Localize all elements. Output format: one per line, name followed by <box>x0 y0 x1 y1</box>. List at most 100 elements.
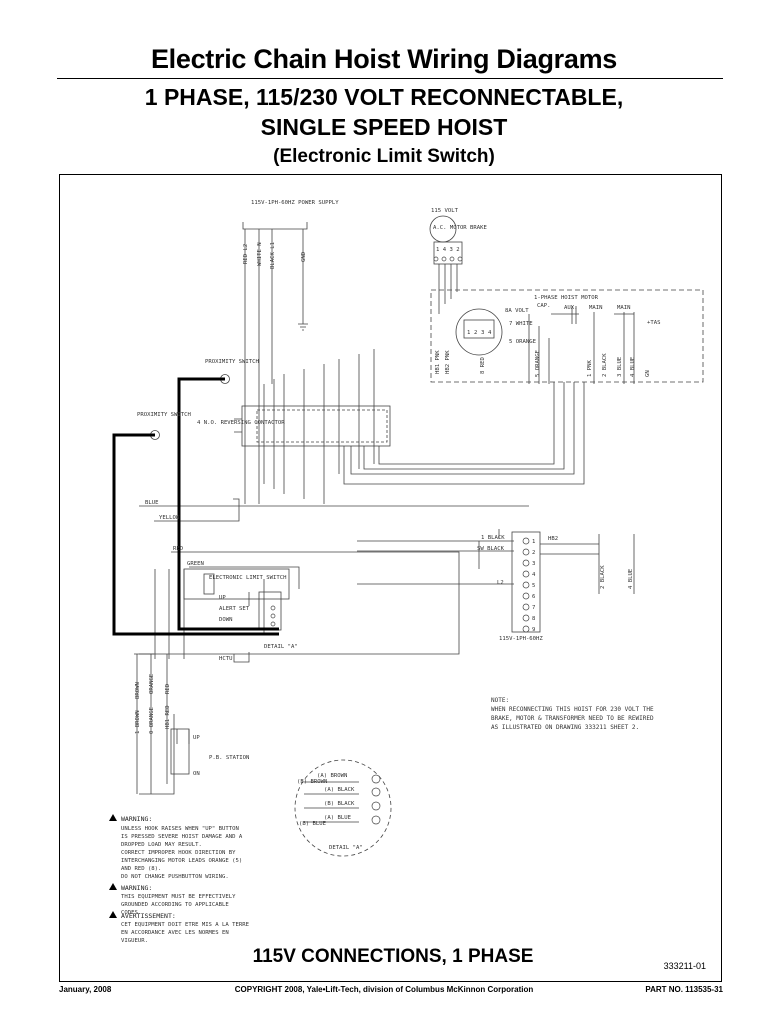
pb-button-label: UP <box>193 735 200 741</box>
pb-lead: 1 BROWN <box>135 710 141 734</box>
warning-line: AND RED (8). <box>121 866 161 872</box>
motor-label: 5 ORANGE <box>509 339 537 345</box>
detail-row: (B) BLUE <box>299 821 327 827</box>
terminal-number: 3 <box>532 561 535 567</box>
pb-lead: RED <box>165 683 171 694</box>
power-lead-label: GND <box>301 251 307 262</box>
warning-line: UNLESS HOOK RAISES WHEN "UP" BUTTON <box>121 826 239 832</box>
motor-lead: HB2 PNK <box>445 350 451 374</box>
limit-switch-row: ALERT <box>219 606 236 612</box>
warning-line: CET EQUIPMENT DOIT ETRE MIS A LA TERRE <box>121 922 250 928</box>
terminal-lead: SW BLACK <box>477 546 505 552</box>
warning-line: EN ACCORDANCE AVEC LES NORMES EN <box>121 930 229 936</box>
motor-terminal: 2 <box>474 330 477 336</box>
power-leads: RED L2 WHITE N BLACK L1 GND <box>243 242 307 269</box>
pb-leads: 1 BROWN BROWN 0 ORANGE ORANGE HB1 RED RE… <box>135 673 171 734</box>
pb-lead: ORANGE <box>149 673 155 694</box>
terminal-number: 2 <box>532 550 535 556</box>
motor-terminal: 4 <box>488 330 492 336</box>
motor-label: MAIN <box>617 305 630 311</box>
subtitle-line-1: 1 PHASE, 115/230 VOLT RECONNECTABLE, <box>144 84 624 110</box>
detail-row: (A) BLUE <box>324 815 352 821</box>
warning-line: IS PRESSED SEVERE HOIST DAMAGE AND A <box>121 834 243 840</box>
terminal-leads: 1 BLACK SW BLACK L2 <box>477 535 505 586</box>
warning-icon <box>109 814 117 821</box>
warning-heading: WARNING: <box>121 815 152 823</box>
wire-label: GREEN <box>187 561 204 567</box>
note-line: WHEN RECONNECTING THIS HOIST FOR 230 VOL… <box>491 706 654 713</box>
terminal-number: 1 <box>532 539 535 545</box>
terminal-number: 4 <box>532 572 536 578</box>
warning-line: CORRECT IMPROPER HOOK DIRECTION BY <box>121 850 236 856</box>
power-supply-label: 115V-1PH-60HZ POWER SUPPLY <box>251 200 339 206</box>
subtitle-line-2: SINGLE SPEED HOIST <box>260 114 508 140</box>
limit-switch-row: DOWN <box>219 617 232 623</box>
terminal-caption: 115V-1PH-60HZ <box>499 636 543 642</box>
warning-heading: WARNING: <box>121 884 152 892</box>
motor-terminal: 3 <box>481 330 484 336</box>
note-line: BRAKE, MOTOR & TRANSFORMER NEED TO BE RE… <box>491 715 654 722</box>
warning-icon <box>109 883 117 890</box>
note-line: AS ILLUSTRATED ON DRAWING 333211 SHEET 2… <box>491 724 639 731</box>
terminal-screws <box>270 256 530 825</box>
detail-a: (A) BROWN (B) BROWN (A) BLACK (B) BLACK … <box>297 773 363 851</box>
motor-terminals: 1 2 3 4 <box>467 330 492 336</box>
terminal-leads-down: 2 BLACK 4 BLUE <box>600 565 634 589</box>
footer-part-number: PART NO. 113535-31 <box>645 985 723 994</box>
warning-line: INTERCHANGING MOTOR LEADS ORANGE (5) <box>121 858 242 864</box>
detail-row: (A) BROWN <box>317 773 347 779</box>
terminal-hb-label: HB2 <box>548 536 558 542</box>
detail-caption: DETAIL "A" <box>329 845 363 851</box>
detail-row: (A) BLACK <box>324 787 355 793</box>
detail-ref-label: DETAIL "A" <box>264 644 298 650</box>
terminal-lead: L2 <box>497 580 504 586</box>
pb-lead: 0 ORANGE <box>149 706 155 734</box>
limit-switch-label: ELECTRONIC LIMIT SWITCH <box>209 575 286 581</box>
proximity-switch-a-label: PROXIMITY SWITCH <box>205 359 259 365</box>
warning-line: CODES. <box>121 910 141 916</box>
wire-label: BLUE <box>145 500 159 506</box>
pb-buttons: UP ON <box>193 735 200 777</box>
motor-lead: 5 ORANGE <box>535 349 541 377</box>
motor-label: 8A VOLT <box>505 308 529 314</box>
motor-label: MAIN <box>589 305 602 311</box>
motor-lead: HB1 PNK <box>435 350 441 374</box>
limit-set-label: SET <box>239 606 250 612</box>
contactor-label: 4 N.O. REVERSING CONTACTOR <box>197 420 285 426</box>
drawing-number: 333211-01 <box>663 961 706 971</box>
motor-lead: 4 BLUE <box>630 356 636 377</box>
note-title: NOTE: <box>491 697 509 704</box>
terminal-lead: 1 BLACK <box>481 535 505 541</box>
motor-terminal: 1 <box>467 330 470 336</box>
motor-labels: 8A VOLT CAP. AUX. MAIN MAIN +TAS 7 WHITE… <box>505 303 660 345</box>
terminal-lead-down: 4 BLUE <box>628 568 634 589</box>
heavy-leads <box>112 377 279 636</box>
wire-label: YELLOW <box>159 515 180 521</box>
brake-terminals: 1 4 3 2 <box>436 247 460 253</box>
subtitle-line-3: (Electronic Limit Switch) <box>273 146 495 167</box>
limit-switch-row: UP <box>219 595 226 601</box>
detail-row: (B) BROWN <box>297 779 327 785</box>
warning-heading: AVERTISSEMENT: <box>121 912 176 920</box>
power-lead-label: RED L2 <box>243 244 249 264</box>
footer-copyright: COPYRIGHT 2008, Yale•Lift-Tech, division… <box>234 985 534 994</box>
power-lead-label: BLACK L1 <box>270 242 276 269</box>
motor-label: AUX. <box>564 305 577 311</box>
terminal-number: 6 <box>532 594 535 600</box>
footer-date: January, 2008 <box>59 985 112 994</box>
diagram-wiring <box>134 215 704 857</box>
pb-station-label: P.B. STATION <box>209 755 249 761</box>
limit-switch-rows: UP ALERT DOWN <box>219 595 236 623</box>
motor-lead: 8 RED <box>480 357 486 374</box>
warning-line: DROPPED LOAD MAY RESULT. <box>121 842 202 848</box>
motor-label: 7 WHITE <box>509 321 533 327</box>
terminal-number: 8 <box>532 616 536 622</box>
warnings: WARNING: UNLESS HOOK RAISES WHEN "UP" BU… <box>109 814 250 944</box>
wire-labels: BLUE YELLOW RED GREEN <box>145 500 204 567</box>
connections-title: 115V CONNECTIONS, 1 PHASE <box>252 946 534 967</box>
detail-row: (B) BLACK <box>324 801 355 807</box>
motor-title: 1-PHASE HOIST MOTOR <box>534 295 599 301</box>
terminal-numbers: 1 2 3 4 5 6 7 8 9 <box>532 539 536 633</box>
pb-button-label: ON <box>193 771 200 777</box>
warning-icon <box>109 911 117 918</box>
